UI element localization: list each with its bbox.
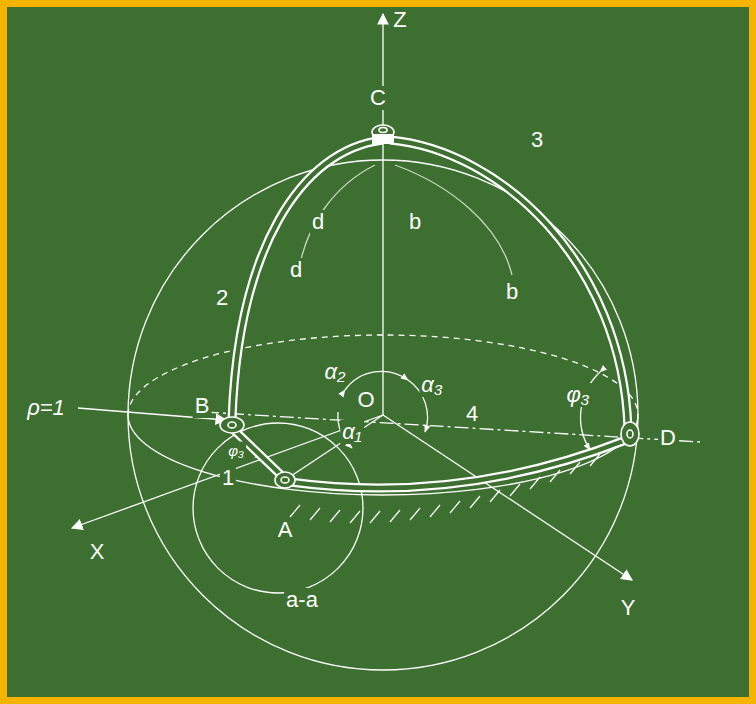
links bbox=[232, 140, 628, 488]
arc-label: b bbox=[407, 210, 423, 234]
board-ground bbox=[7, 7, 749, 697]
arc-label: d bbox=[310, 210, 326, 234]
x-axis bbox=[72, 415, 383, 528]
z-axis bbox=[382, 14, 383, 415]
point-label: D bbox=[658, 426, 678, 450]
angle-label: α₂ bbox=[323, 360, 348, 384]
link-number: 1 bbox=[220, 466, 236, 490]
arc-label: d bbox=[288, 258, 304, 282]
point-label: A bbox=[276, 518, 295, 542]
circle-label: a-a bbox=[284, 588, 320, 612]
angle-label: φ₃ bbox=[564, 383, 591, 407]
point-label: O bbox=[355, 388, 376, 412]
link-number: 4 bbox=[464, 402, 480, 426]
y-axis bbox=[383, 415, 632, 580]
axis-o-a bbox=[285, 415, 383, 480]
axis-label: Z bbox=[391, 8, 408, 32]
link-number: 3 bbox=[529, 128, 545, 152]
point-label: B bbox=[193, 394, 212, 418]
joints bbox=[220, 125, 639, 488]
equator-front bbox=[128, 415, 638, 495]
link-number: 2 bbox=[214, 286, 230, 310]
axis-label: X bbox=[88, 540, 107, 564]
circle-a-a bbox=[193, 423, 363, 593]
arc-label: b bbox=[504, 280, 520, 304]
angle-label: α₁ bbox=[340, 420, 364, 444]
axis-label: Y bbox=[619, 596, 638, 620]
angle-label: α₃ bbox=[419, 373, 444, 397]
radius-label: ρ=1 bbox=[25, 396, 67, 420]
sphere-lines bbox=[72, 14, 700, 670]
point-label: C bbox=[368, 86, 388, 110]
angle-label: φ₃ bbox=[226, 442, 246, 459]
